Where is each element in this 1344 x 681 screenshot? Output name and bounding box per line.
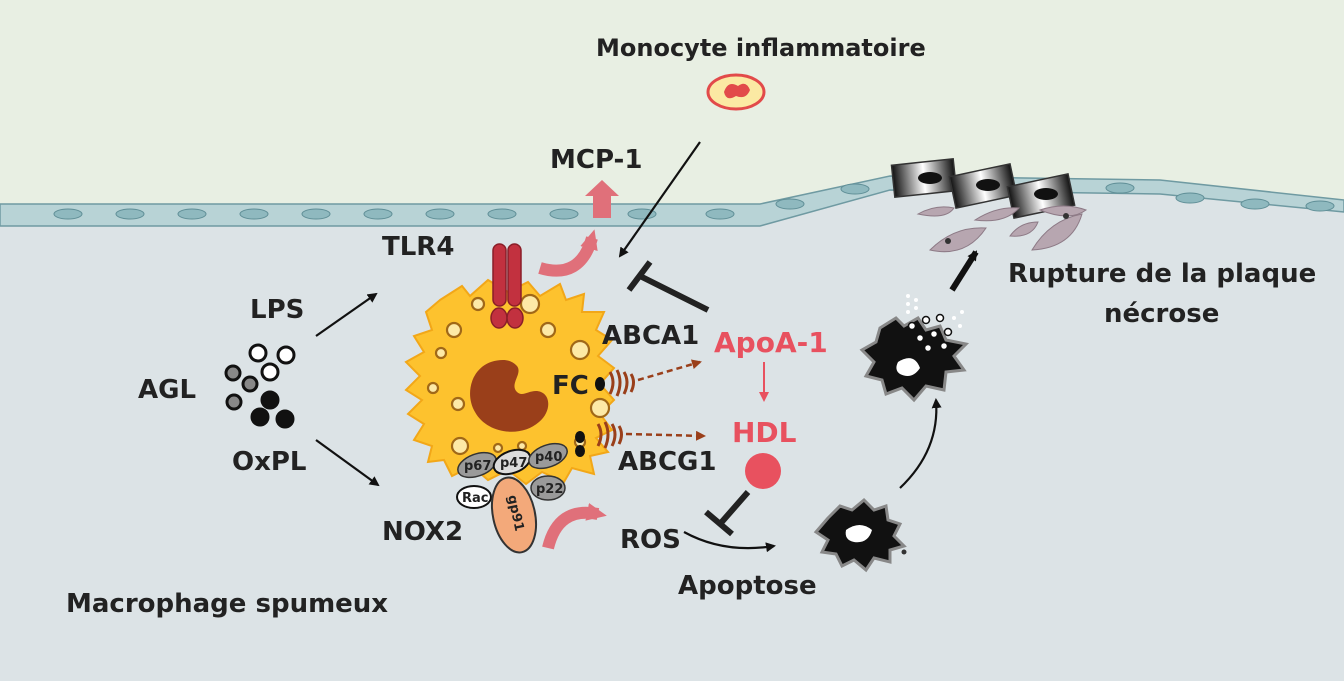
monocyte-label: Monocyte inflammatoire — [596, 34, 926, 62]
ligand-to-tlr4-arrow — [315, 292, 378, 337]
agl-label: AGL — [138, 375, 196, 405]
hdl-inhibition-bar — [704, 509, 734, 537]
nox2-label: NOX2 — [382, 517, 463, 547]
abcg1-cholesterol-dots — [575, 431, 585, 457]
apoptotic-cell — [813, 497, 907, 573]
oxpl-label: OxPL — [232, 447, 307, 477]
fc-label: FC — [552, 371, 589, 401]
tlr4-label: TLR4 — [382, 232, 454, 262]
p22-subunit — [530, 475, 566, 501]
p67-label: p67 — [464, 459, 491, 474]
apoptosis-arrow — [683, 531, 776, 553]
hdl-label: HDL — [732, 416, 797, 449]
apoa1-inhibition-line — [638, 273, 710, 313]
necrotic-cell — [859, 294, 970, 403]
abca1-efflux-arrow — [637, 359, 702, 382]
tlr4-receptor — [490, 243, 524, 329]
ros-curved-arrow — [542, 503, 607, 550]
abcg1-label: ABCG1 — [618, 447, 716, 477]
nox2-complex: p67 p47 p40 Rac p22 gp91 — [456, 442, 568, 554]
endothelial-nuclei — [53, 182, 1335, 220]
monocyte-recruitment-arrow — [618, 141, 701, 258]
rac-label: Rac — [462, 491, 489, 506]
p40-label: p40 — [535, 450, 562, 465]
abca1-transporter — [608, 369, 635, 397]
rupture-label-line1: Rupture de la plaque — [1008, 259, 1316, 289]
abca1-label: ABCA1 — [602, 321, 699, 351]
gp91-subunit — [490, 476, 538, 554]
intima-region — [0, 180, 1344, 681]
lps-label: LPS — [250, 295, 304, 325]
vessel-lumen — [0, 0, 1344, 210]
mcp1-label: MCP-1 — [550, 145, 642, 175]
macrophage-nucleus — [470, 360, 549, 432]
p22-label: p22 — [536, 482, 563, 497]
p67-subunit — [457, 451, 497, 479]
ligand-to-nox2-arrow — [315, 439, 380, 487]
rupture-site-cells — [890, 158, 1088, 253]
apoa1-inhibition-bar — [626, 260, 653, 292]
hdl-particle — [745, 453, 781, 489]
mcp1-secretion-arrow — [585, 180, 619, 218]
necrosis-progression-arrow — [899, 398, 942, 489]
ros-label: ROS — [620, 525, 681, 555]
macrophage-spumeux-label: Macrophage spumeux — [66, 589, 388, 619]
free-cholesterol-dot — [595, 377, 605, 391]
apoptose-label: Apoptose — [678, 571, 817, 601]
p40-subunit — [528, 442, 568, 470]
monocyte-cell — [706, 73, 766, 111]
rac-subunit — [456, 485, 492, 509]
p47-label: p47 — [500, 456, 527, 471]
gp91-label: gp91 — [504, 494, 526, 533]
rupture-arrow — [949, 250, 979, 292]
rupture-label-line2: nécrose — [1104, 299, 1219, 329]
hdl-inhibition-line — [717, 490, 751, 526]
lipid-ligand-particles — [224, 343, 296, 429]
apoa1-label: ApoA-1 — [714, 326, 828, 359]
abcg1-transporter — [596, 421, 623, 449]
mcp1-curved-arrow — [538, 229, 598, 277]
abcg1-efflux-arrow — [625, 430, 706, 441]
